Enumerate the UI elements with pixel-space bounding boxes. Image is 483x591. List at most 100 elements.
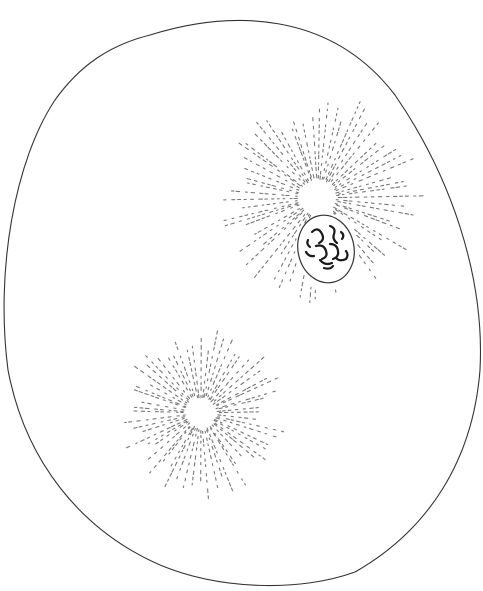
aster-stipple-mark <box>360 189 363 190</box>
aster-stipple-mark <box>263 214 265 215</box>
aster-stipple-mark <box>207 430 208 432</box>
aster-stipple-mark <box>335 164 336 165</box>
aster-stipple-mark <box>267 121 268 122</box>
aster-stipple-mark <box>168 420 171 421</box>
aster-stipple-mark <box>262 183 264 184</box>
aster-stipple-mark <box>217 331 218 334</box>
aster-stipple-mark <box>290 190 292 191</box>
aster-stipple-mark <box>383 170 385 171</box>
aster-stipple-mark <box>187 470 188 473</box>
aster-stipple-mark <box>177 477 178 479</box>
aster-stipple-mark <box>245 215 248 216</box>
aster-stipple-mark <box>181 399 182 400</box>
aster-stipple-mark <box>242 479 243 480</box>
aster-stipple-mark <box>259 211 262 212</box>
aster-stipple-mark <box>182 362 183 364</box>
aster-stipple-mark <box>225 472 226 474</box>
aster-stipple-mark <box>303 159 304 161</box>
aster-stipple-mark <box>282 206 284 207</box>
aster-stipple-mark <box>182 450 183 452</box>
aster-stipple-mark <box>234 354 235 355</box>
aster-stipple-mark <box>273 429 276 430</box>
aster-stipple-mark <box>336 114 337 116</box>
aster-stipple-mark <box>215 342 216 345</box>
aster-stipple-mark <box>362 212 364 213</box>
aster-stipple-mark <box>268 184 270 185</box>
aster-stipple-mark <box>244 427 246 428</box>
aster-stipple-mark <box>206 393 207 395</box>
aster-stipple-mark <box>208 387 209 389</box>
aster-stipple-mark <box>395 183 398 184</box>
aster-stipple-mark <box>170 402 172 403</box>
aster-stipple-mark <box>335 158 336 160</box>
aster-stipple-mark <box>330 140 331 142</box>
aster-stipple-mark <box>322 177 323 179</box>
aster-stipple-mark <box>231 360 232 361</box>
aster-stipple-mark <box>217 451 218 453</box>
aster-stipple-mark <box>163 397 165 398</box>
aster-stipple-mark <box>273 391 275 392</box>
aster-stipple-mark <box>330 156 331 158</box>
aster-stipple-mark <box>250 161 251 162</box>
aster-stipple-mark <box>170 422 172 423</box>
aster-stipple-mark <box>384 210 387 211</box>
aster-stipple-mark <box>277 210 279 211</box>
aster-stipple-mark <box>226 419 229 420</box>
aster-stipple-mark <box>185 404 187 405</box>
aster-stipple-mark <box>224 357 225 359</box>
aster-stipple-mark <box>190 455 191 458</box>
aster-stipple-mark <box>182 445 183 447</box>
aster-stipple-mark <box>194 382 195 384</box>
aster-stipple-mark <box>362 224 363 225</box>
aster-stipple-mark <box>148 403 151 404</box>
aster-stipple-mark <box>299 137 300 140</box>
aster-stipple-mark <box>146 425 148 426</box>
aster-stipple-mark <box>224 220 226 221</box>
aster-stipple-mark <box>292 150 293 152</box>
aster-stipple-mark <box>340 184 341 185</box>
aster-stipple-mark <box>163 400 165 401</box>
aster-stipple-mark <box>357 205 360 206</box>
aster-stipple-mark <box>184 406 186 407</box>
aster-stipple-mark <box>176 404 178 405</box>
aster-stipple-mark <box>217 405 219 406</box>
aster-stipple-mark <box>362 206 365 207</box>
aster-stipple-mark <box>259 237 260 238</box>
aster-stipple-mark <box>226 454 227 456</box>
aster-stipple-mark <box>266 187 269 188</box>
aster-stipple-mark <box>215 433 216 434</box>
aster-stipple-mark <box>254 181 257 182</box>
aster-stipple-mark <box>387 184 390 185</box>
aster-stipple-mark <box>360 171 361 172</box>
aster-stipple-mark <box>374 231 376 232</box>
aster-stipple-mark <box>239 401 241 402</box>
aster-stipple-mark <box>212 464 213 466</box>
aster-stipple-mark <box>355 112 356 114</box>
aster-stipple-mark <box>298 209 300 210</box>
aster-stipple-mark <box>364 238 365 239</box>
aster-stipple-mark <box>192 389 193 391</box>
aster-stipple-mark <box>193 442 194 445</box>
aster-stipple-mark <box>278 270 279 272</box>
aster-stipple-mark <box>290 279 291 281</box>
aster-stipple-mark <box>368 188 371 189</box>
aster-stipple-mark <box>207 438 208 441</box>
aster-stipple-mark <box>233 464 234 465</box>
aster-stipple-mark <box>357 213 359 214</box>
aster-stipple-mark <box>152 393 154 394</box>
aster-stipple-mark <box>217 460 218 462</box>
aster-stipple-mark <box>219 408 222 409</box>
aster-stipple-mark <box>297 205 299 206</box>
aster-stipple-mark <box>335 204 337 205</box>
aster-stipple-mark <box>252 397 254 398</box>
aster-stipple-mark <box>260 398 263 399</box>
aster-stipple-mark <box>219 351 220 353</box>
aster-stipple-mark <box>214 347 215 350</box>
aster-stipple-mark <box>372 182 374 183</box>
aster-stipple-mark <box>288 242 289 243</box>
aster-stipple-mark <box>221 365 222 367</box>
aster-stipple-mark <box>209 449 210 452</box>
aster-stipple-mark <box>258 431 261 432</box>
aster-stipple-mark <box>182 417 185 418</box>
aster-stipple-mark <box>191 369 192 372</box>
